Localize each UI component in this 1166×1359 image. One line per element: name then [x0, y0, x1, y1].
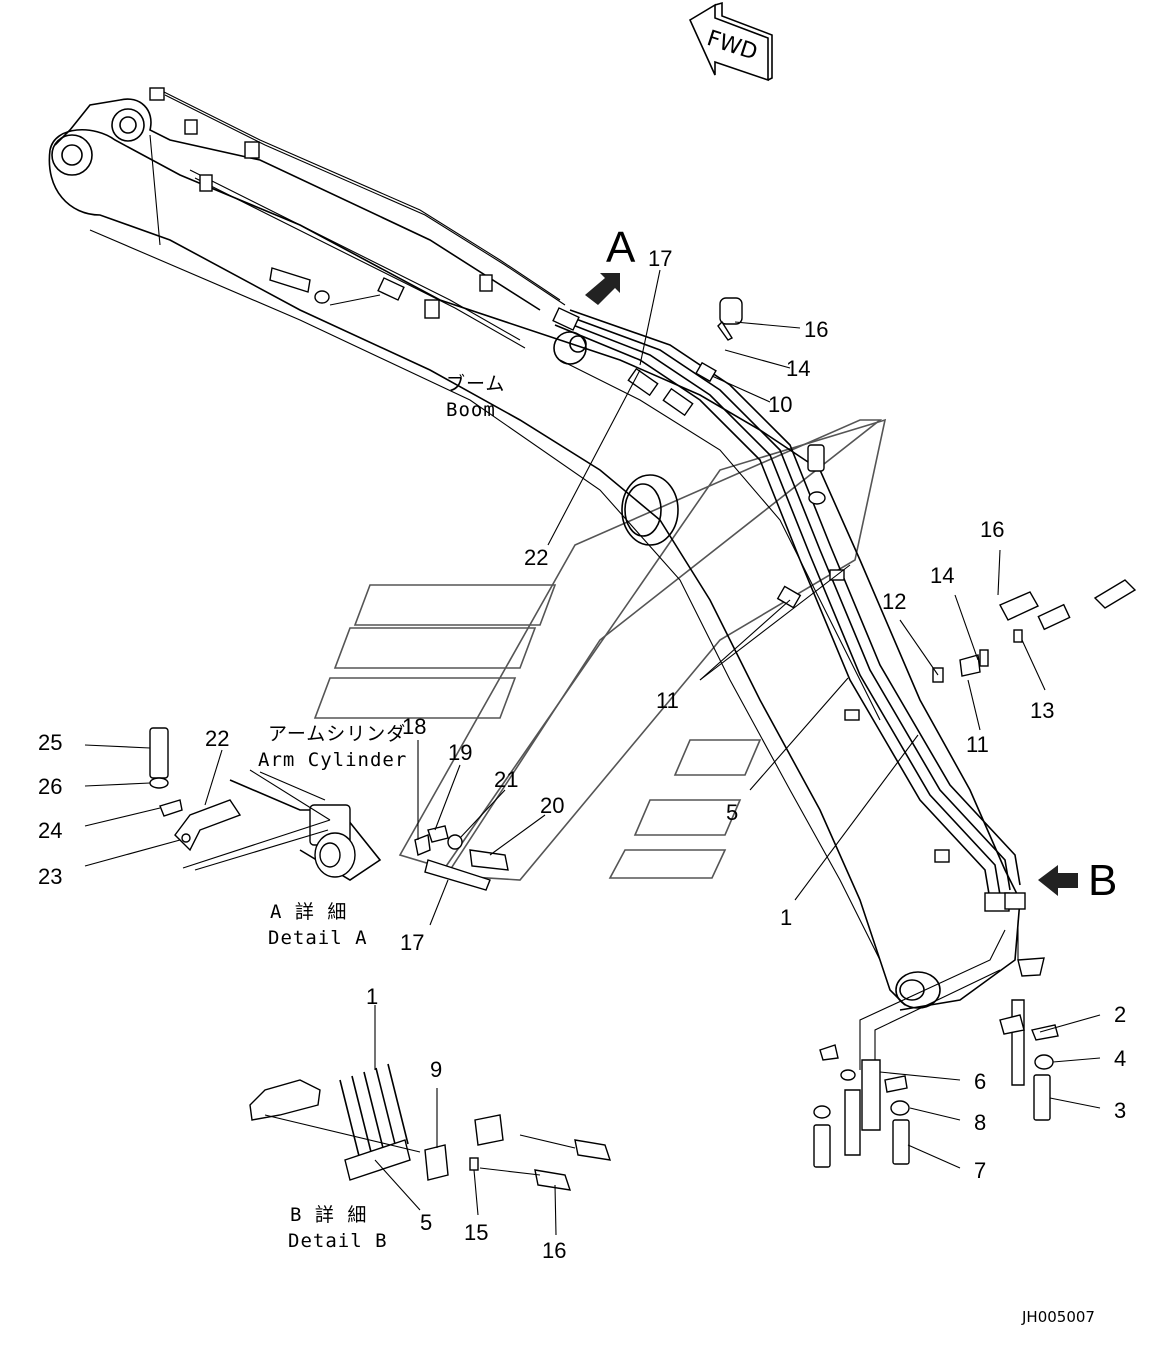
callout-12: 12 [882, 589, 906, 614]
drawing-number: JH005007 [1021, 1308, 1095, 1326]
detail-b-label-jp: B 詳 細 [290, 1204, 367, 1226]
callout-24: 24 [38, 818, 62, 843]
view-marker-b: B [1038, 856, 1117, 905]
callout-18: 18 [402, 714, 426, 739]
detail-a-label-jp: A 詳 細 [270, 901, 347, 923]
boom-fittings [149, 87, 1026, 912]
callout-22: 22 [205, 726, 229, 751]
callout-6: 6 [974, 1069, 986, 1094]
callout-5: 5 [726, 800, 738, 825]
text-labels: ブーム Boom アームシリンダ Arm Cylinder A 詳 細 Deta… [258, 372, 1095, 1326]
callout-1: 1 [366, 984, 378, 1009]
detail-a-label-en: Detail A [268, 927, 368, 949]
callout-10: 10 [768, 392, 792, 417]
callout-11: 11 [966, 732, 989, 757]
view-marker-b-label: B [1088, 856, 1117, 905]
hose-lines [159, 89, 1021, 901]
callout-16: 16 [980, 517, 1004, 542]
callout-5: 5 [420, 1210, 432, 1235]
upper-right-bolts [807, 444, 1137, 683]
arm-cylinder-label-jp: アームシリンダ [268, 723, 406, 745]
fwd-arrow: FWD [688, 1, 773, 82]
callout-8: 8 [974, 1110, 986, 1135]
callout-2: 2 [1114, 1002, 1126, 1027]
callout-11: 11 [656, 688, 679, 713]
callout-17: 17 [400, 930, 424, 955]
detail-b-label-en: Detail B [288, 1230, 388, 1252]
boom-label-en: Boom [446, 399, 496, 421]
leader-lines [84, 269, 1101, 1236]
callout-26: 26 [38, 774, 62, 799]
callout-1: 1 [780, 905, 792, 930]
callout-14: 14 [930, 563, 954, 588]
callout-3: 3 [1114, 1098, 1126, 1123]
callout-14: 14 [786, 356, 810, 381]
boom-label-jp: ブーム [446, 372, 505, 395]
boom-body [48, 98, 1021, 1011]
callout-13: 13 [1030, 698, 1054, 723]
detail-a-drawing [149, 727, 509, 891]
callout-4: 4 [1114, 1046, 1126, 1071]
callout-numbers: 17 16 14 10 22 16 14 12 11 11 13 5 1 25 … [38, 246, 1126, 1263]
view-marker-a-label: A [606, 223, 636, 272]
callout-7: 7 [974, 1158, 986, 1183]
callout-16: 16 [542, 1238, 566, 1263]
callout-9: 9 [430, 1057, 442, 1082]
view-marker-a: A [585, 223, 636, 305]
callout-15: 15 [464, 1220, 488, 1245]
callout-16: 16 [804, 317, 828, 342]
callout-25: 25 [38, 730, 62, 755]
detail-b-drawing [249, 1063, 612, 1191]
arm-cylinder-label-en: Arm Cylinder [258, 749, 407, 771]
callout-19: 19 [448, 740, 472, 765]
lower-right-bolts [813, 920, 1059, 1168]
callout-22: 22 [524, 545, 548, 570]
callout-21: 21 [494, 767, 518, 792]
callout-17: 17 [648, 246, 672, 271]
callout-20: 20 [540, 793, 564, 818]
watermark [313, 418, 887, 881]
callout-23: 23 [38, 864, 62, 889]
